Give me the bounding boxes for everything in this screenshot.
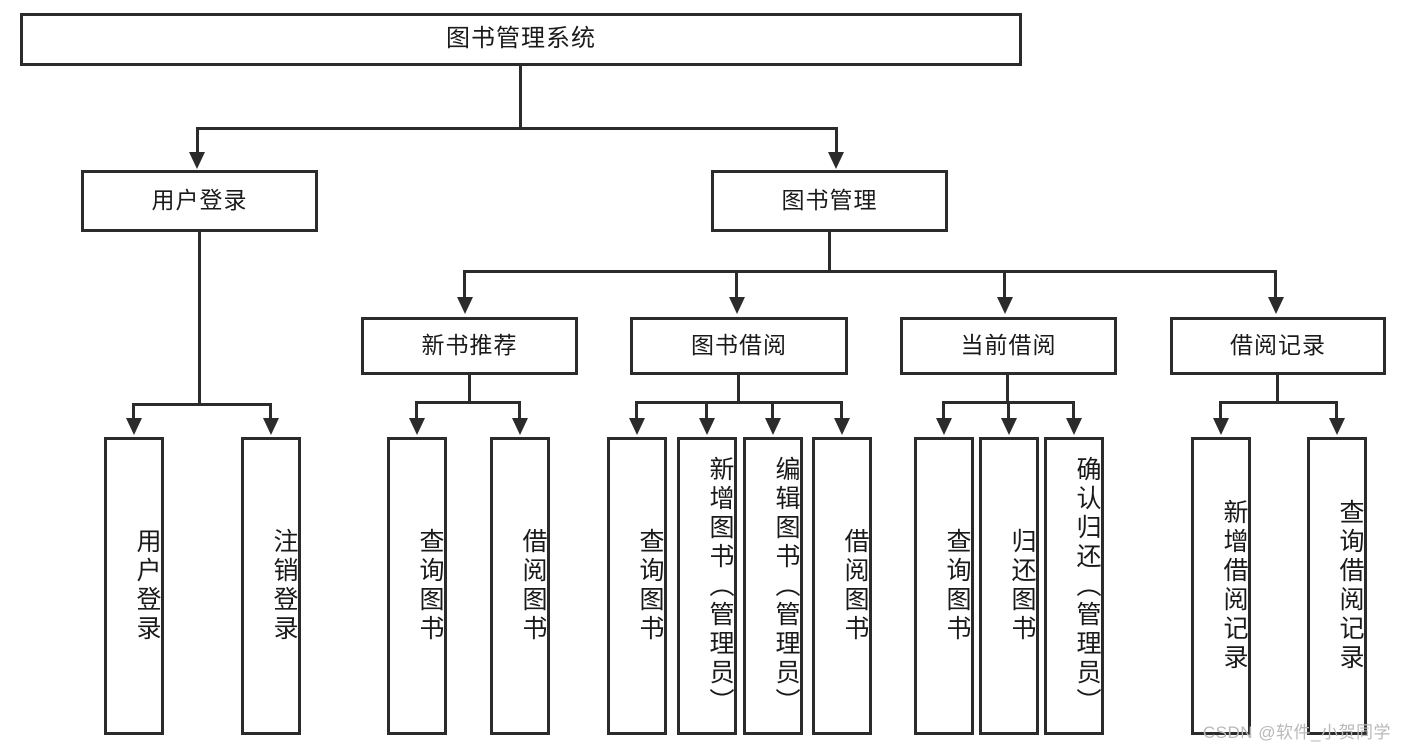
arrowhead-current-borrow-leaf-0: [936, 418, 952, 435]
connector-new-book-bus: [415, 401, 521, 404]
connector-drop-book-management: [835, 127, 838, 153]
leaf-label: 借阅图书: [519, 528, 547, 644]
connector-level2-bus: [196, 127, 838, 130]
connector-drop-book-borrow-leaf-0: [635, 401, 638, 419]
node-book-borrow[interactable]: 图书借阅: [630, 317, 848, 375]
leaf-new-book-recommend-0[interactable]: 查询图书: [387, 437, 447, 735]
arrowhead-new-book: [457, 297, 473, 314]
leaf-label: 新增借阅记录: [1220, 499, 1248, 673]
connector-user-login-bus: [132, 403, 271, 406]
leaf-label: 新增图书（管理员）: [706, 455, 734, 717]
arrowhead-user-login-leaf-0: [126, 418, 142, 435]
node-label: 图书管理: [781, 187, 878, 214]
leaf-label: 编辑图书（管理员）: [772, 455, 800, 717]
arrowhead-new-book-leaf-1: [512, 418, 528, 435]
connector-user-login-stem: [198, 232, 201, 405]
arrowhead-book-borrow-leaf-1: [699, 418, 715, 435]
connector-root-stem: [519, 66, 522, 129]
connector-drop-borrow-record-leaf-1: [1335, 401, 1338, 419]
leaf-borrow-record-0[interactable]: 新增借阅记录: [1191, 437, 1251, 735]
connector-book-borrow-stem: [737, 375, 740, 403]
arrowhead-user-login: [189, 152, 205, 169]
leaf-current-borrow-1[interactable]: 归还图书: [979, 437, 1039, 735]
leaf-current-borrow-2[interactable]: 确认归还（管理员）: [1044, 437, 1104, 735]
connector-drop-borrow-record-leaf-0: [1219, 401, 1222, 419]
node-label: 借阅记录: [1230, 332, 1326, 359]
connector-drop-user-login: [196, 127, 199, 153]
node-new-book-recommend[interactable]: 新书推荐: [361, 317, 578, 375]
arrowhead-book-management: [828, 152, 844, 169]
connector-drop-borrow-record: [1274, 270, 1277, 298]
connector-book-borrow-bus: [635, 401, 843, 404]
connector-book-management-stem: [828, 232, 831, 272]
leaf-current-borrow-0[interactable]: 查询图书: [914, 437, 974, 735]
leaf-label: 归还图书: [1008, 528, 1036, 644]
connector-drop-book-borrow-leaf-2: [771, 401, 774, 419]
connector-level3-bus: [463, 270, 1277, 273]
node-label: 图书借阅: [691, 332, 787, 359]
leaf-label: 查询借阅记录: [1336, 499, 1364, 673]
node-book-management[interactable]: 图书管理: [711, 170, 948, 232]
leaf-user-login-1[interactable]: 注销登录: [241, 437, 301, 735]
leaf-label: 用户登录: [133, 528, 161, 644]
connector-drop-book-borrow: [735, 270, 738, 298]
node-label: 用户登录: [151, 187, 248, 214]
leaf-label: 借阅图书: [841, 528, 869, 644]
connector-drop-user-login-leaf-1: [269, 403, 272, 419]
connector-drop-current-borrow-leaf-0: [942, 401, 945, 419]
arrowhead-book-borrow-leaf-0: [629, 418, 645, 435]
leaf-new-book-recommend-1[interactable]: 借阅图书: [490, 437, 550, 735]
leaf-label: 查询图书: [943, 528, 971, 644]
node-user-login[interactable]: 用户登录: [81, 170, 318, 232]
node-label: 当前借阅: [960, 332, 1057, 359]
leaf-book-borrow-2[interactable]: 编辑图书（管理员）: [743, 437, 803, 735]
node-label: 新书推荐: [421, 332, 518, 359]
node-current-borrow[interactable]: 当前借阅: [900, 317, 1117, 375]
connector-new-book-stem: [468, 375, 471, 403]
leaf-book-borrow-1[interactable]: 新增图书（管理员）: [677, 437, 737, 735]
arrowhead-book-borrow-leaf-3: [834, 418, 850, 435]
leaf-label: 确认归还（管理员）: [1073, 455, 1101, 717]
connector-drop-current-borrow-leaf-1: [1007, 401, 1010, 419]
arrowhead-new-book-leaf-0: [409, 418, 425, 435]
connector-drop-new-book-leaf-1: [518, 401, 521, 419]
leaf-label: 查询图书: [636, 528, 664, 644]
arrowhead-current-borrow: [997, 297, 1013, 314]
connector-drop-current-borrow-leaf-2: [1072, 401, 1075, 419]
leaf-borrow-record-1[interactable]: 查询借阅记录: [1307, 437, 1367, 735]
arrowhead-current-borrow-leaf-1: [1001, 418, 1017, 435]
leaf-label: 查询图书: [416, 528, 444, 644]
connector-drop-current-borrow: [1003, 270, 1006, 298]
connector-drop-book-borrow-leaf-3: [840, 401, 843, 419]
connector-drop-user-login-leaf-0: [132, 403, 135, 419]
connector-drop-new-book-leaf-0: [415, 401, 418, 419]
connector-borrow-record-stem: [1276, 375, 1279, 403]
csdn-watermark: CSDN @软件_小贺同学: [1202, 723, 1391, 742]
connector-borrow-record-bus: [1219, 401, 1337, 404]
leaf-user-login-0[interactable]: 用户登录: [104, 437, 164, 735]
arrowhead-current-borrow-leaf-2: [1066, 418, 1082, 435]
connector-drop-book-borrow-leaf-1: [705, 401, 708, 419]
arrowhead-borrow-record-leaf-1: [1329, 418, 1345, 435]
arrowhead-user-login-leaf-1: [263, 418, 279, 435]
leaf-label: 注销登录: [270, 528, 298, 644]
arrowhead-borrow-record: [1268, 297, 1284, 314]
node-borrow-record[interactable]: 借阅记录: [1170, 317, 1386, 375]
leaf-book-borrow-3[interactable]: 借阅图书: [812, 437, 872, 735]
node-root-book-management-system[interactable]: 图书管理系统: [20, 13, 1022, 66]
arrowhead-book-borrow: [729, 297, 745, 314]
connector-drop-new-book: [463, 270, 466, 298]
arrowhead-borrow-record-leaf-0: [1213, 418, 1229, 435]
arrowhead-book-borrow-leaf-2: [765, 418, 781, 435]
leaf-book-borrow-0[interactable]: 查询图书: [607, 437, 667, 735]
node-label: 图书管理系统: [446, 25, 596, 53]
connector-current-borrow-stem: [1006, 375, 1009, 403]
